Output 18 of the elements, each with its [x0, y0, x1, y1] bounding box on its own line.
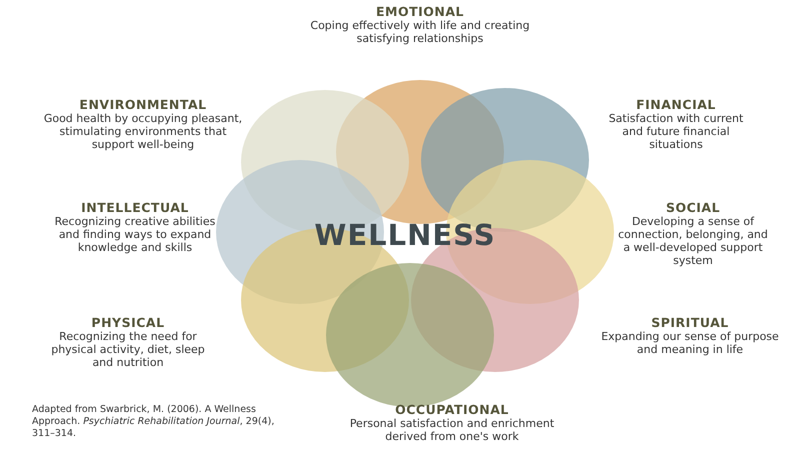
dimension-description: Developing a sense of connection, belonging, and a well-developed support system [617, 215, 769, 267]
dimension-heading: OCCUPATIONAL [394, 402, 510, 417]
dimension-description: Recognizing creative abilities and finding ways to expand knowledge and skills [54, 215, 216, 254]
dimension-heading: FINANCIAL [635, 97, 717, 112]
dimension-description: Recognizing the need for physical activity, diet, sleep and nutrition [50, 330, 206, 369]
dimension-description: Expanding our sense of purpose and meaning in life [600, 330, 780, 356]
dimension-description: Coping effectively with life and creating satisfying relationships [309, 19, 531, 45]
dimension-heading: SPIRITUAL [650, 315, 730, 330]
dimension-heading: SOCIAL [664, 200, 722, 215]
dimension-heading: INTELLECTUAL [80, 200, 190, 215]
dimension-heading: PHYSICAL [90, 315, 166, 330]
dimension-heading: ENVIRONMENTAL [78, 97, 208, 112]
dimension-description: Satisfaction with current and future financial situations [608, 112, 744, 151]
citation-note: Adapted from Swarbrick, M. (2006). A Wellness Approach. Psychiatric Rehabilitation Journal, 29(4), 311–314. [32, 404, 276, 440]
dimension-description: Good health by occupying pleasant, stimulating environments that support well-being [43, 112, 243, 151]
dimension-heading: EMOTIONAL [374, 4, 465, 19]
dimension-description: Personal satisfaction and enrichment derived from one's work [348, 417, 556, 443]
center-title: WELLNESS [314, 218, 496, 252]
